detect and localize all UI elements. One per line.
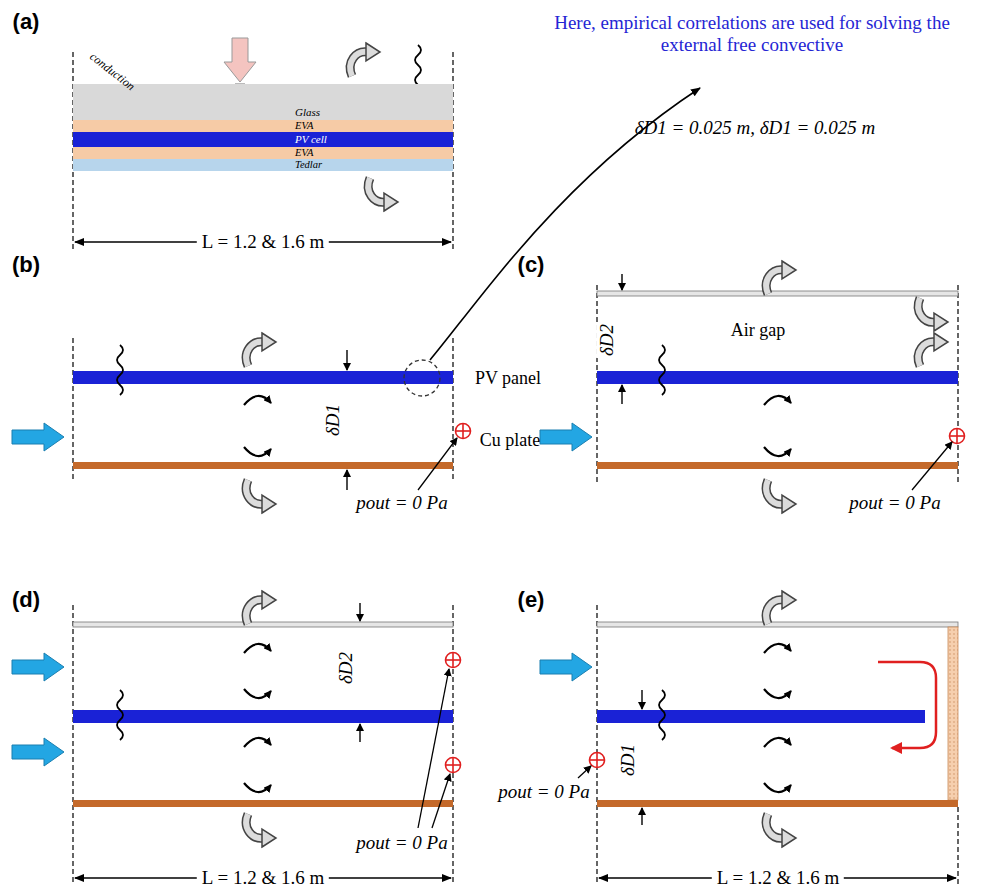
boundary-condition: pout = 0 Pa: [356, 492, 447, 514]
boundary-condition: pout = 0 Pa: [356, 832, 447, 854]
region-name: Air gap: [731, 320, 785, 341]
dimension-label: L = 1.2 & 1.6 m: [197, 231, 329, 253]
boundary-condition: pout = 0 Pa: [849, 492, 940, 514]
dimension-label: L = 1.2 & 1.6 m: [197, 867, 329, 889]
gap-dimension: δD1: [322, 402, 344, 438]
panel-letter: (e): [518, 587, 545, 612]
part-name: PV panel: [475, 368, 541, 389]
tedlar-layer: Tedlar: [73, 159, 453, 171]
eva-layer: EVA: [73, 120, 453, 132]
layer-name: Tedlar: [295, 160, 322, 171]
dimension-label: δD1 = 0.025 m, δD1 = 0.025 m: [635, 117, 876, 139]
layer-name: EVA: [295, 121, 313, 132]
gap-dimension: δD2: [335, 650, 357, 686]
panel-letter: (d): [12, 587, 40, 612]
panel-letter: (b): [12, 252, 40, 277]
dimension-label: L = 1.2 & 1.6 m: [712, 867, 844, 889]
panel-letter: (c): [518, 252, 545, 277]
eva-layer: EVA: [73, 147, 453, 159]
panel-letter: (a): [13, 9, 40, 34]
gap-dimension: δD1: [617, 742, 639, 778]
layer-name: EVA: [295, 148, 313, 159]
note-text: Here, empirical correlations are used fo…: [550, 12, 955, 56]
part-name: Cu plate: [480, 430, 541, 451]
gap-dimension: δD2: [596, 322, 618, 358]
layer-name: Glass: [295, 107, 320, 118]
boundary-condition: pout = 0 Pa: [498, 781, 589, 803]
layer-name: PV cell: [295, 134, 327, 145]
pv-cell-layer: PV cell: [73, 132, 453, 147]
